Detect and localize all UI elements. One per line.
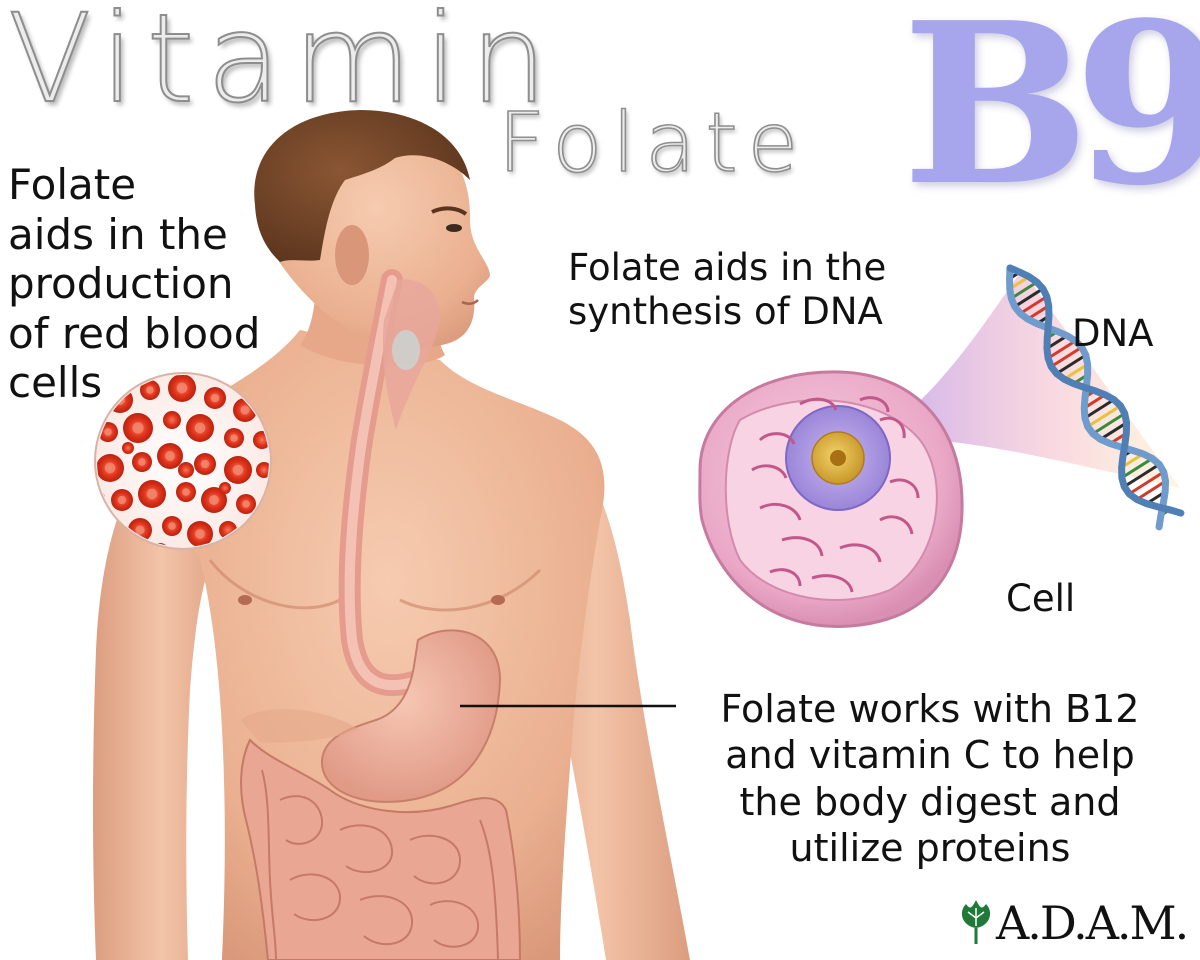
dna-base-pair — [1128, 470, 1165, 496]
dna-base-pair — [1084, 398, 1115, 420]
red-blood-cell-center — [194, 422, 206, 434]
dna-base-pair — [1123, 463, 1161, 488]
organelle — [751, 464, 788, 479]
organelle — [758, 432, 796, 445]
dna-backbone — [1006, 264, 1170, 531]
organelles — [751, 396, 920, 593]
title-b9: B9 — [902, 0, 1200, 235]
dna-base-pair — [1050, 345, 1083, 368]
organelle — [859, 396, 890, 413]
red-blood-cell-center — [232, 464, 244, 476]
eye — [446, 224, 462, 232]
human-figure — [93, 110, 690, 960]
logo-text: A.D.A.M. — [996, 896, 1189, 950]
label-cell: Cell — [1006, 577, 1076, 620]
label-dna: DNA — [1072, 312, 1154, 355]
red-blood-cells-magnifier — [94, 372, 272, 550]
organelle — [799, 397, 838, 411]
red-blood-cell — [122, 442, 134, 454]
red-blood-cell-center — [104, 428, 112, 436]
dna-base-pair — [1026, 304, 1050, 321]
red-blood-cell-center — [132, 422, 144, 434]
red-blood-cell-center — [210, 393, 220, 403]
mouth — [461, 299, 479, 305]
dna-base-pair — [1121, 457, 1154, 480]
red-blood-cell — [163, 411, 181, 429]
dna-base-pair — [1047, 339, 1077, 360]
caption-red-blood-cells: Folate aids in the production of red blo… — [8, 160, 261, 408]
red-blood-cell-center — [146, 488, 158, 500]
dna-base-pair — [1010, 280, 1038, 300]
left-pectoral — [208, 559, 341, 610]
dna-backbone — [1006, 264, 1185, 517]
red-blood-cell-center — [230, 434, 238, 442]
cell-illustration — [698, 370, 964, 628]
red-blood-cell-center — [138, 458, 146, 466]
esophagus-inner — [344, 275, 425, 691]
caption-dna-synthesis: Folate aids in the synthesis of DNA — [568, 246, 887, 333]
red-blood-cell-center — [117, 495, 127, 505]
red-blood-cell-center — [195, 529, 205, 539]
dna-base-pair — [1099, 421, 1128, 441]
intestines — [240, 738, 522, 960]
dna-helix — [1006, 264, 1185, 531]
red-blood-cell-center — [242, 500, 250, 508]
organelle — [879, 416, 906, 439]
hair — [254, 110, 470, 262]
organelle — [839, 543, 882, 563]
dna-base-pair — [1136, 479, 1167, 501]
red-blood-cell — [219, 482, 231, 494]
ear — [335, 225, 369, 285]
organelle — [769, 568, 802, 587]
eyebrow — [431, 206, 468, 216]
organelle — [811, 574, 854, 593]
red-blood-cell-center — [146, 386, 154, 394]
title-vitamin: Vitamin — [7, 0, 560, 131]
red-blood-cell — [178, 462, 194, 478]
dna-base-pair — [1063, 363, 1089, 381]
red-blood-cell — [256, 462, 269, 478]
left-arm — [93, 430, 230, 960]
red-blood-cell-center — [209, 495, 219, 505]
dna-base-pair — [1013, 287, 1044, 308]
dna-base-pair — [1019, 295, 1048, 315]
caption-proteins: Folate works with B12 and vitamin C to h… — [720, 687, 1140, 871]
red-blood-cell-center — [168, 522, 176, 530]
red-blood-cell-center — [182, 488, 190, 496]
dna-base-pair — [1086, 404, 1122, 428]
larynx — [392, 330, 420, 370]
red-blood-cell-center — [200, 459, 210, 469]
liver-hint — [240, 709, 360, 743]
dna-base-pair — [1055, 353, 1087, 375]
left-nipple — [238, 595, 252, 605]
stomach — [320, 629, 502, 803]
organelle — [781, 536, 824, 557]
red-blood-cell-center — [240, 405, 250, 415]
adam-logo: A.D.A.M. — [958, 896, 1189, 950]
leaf-icon — [961, 900, 991, 944]
organelle — [879, 515, 914, 535]
dna-base-pair — [1092, 412, 1126, 436]
title-folate: Folate — [497, 95, 809, 192]
organelle — [889, 478, 920, 499]
right-nipple — [491, 595, 505, 605]
red-blood-cell-center — [104, 462, 116, 474]
right-pectoral — [399, 568, 542, 612]
red-blood-cell-center — [176, 382, 188, 394]
red-blood-cell-center — [165, 451, 175, 461]
red-blood-cell-center — [135, 525, 145, 535]
organelle — [759, 503, 802, 521]
